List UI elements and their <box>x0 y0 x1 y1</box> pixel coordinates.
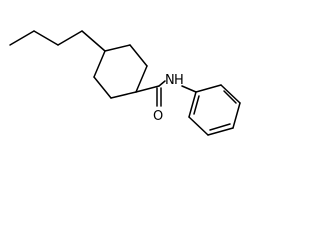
bond-butyl-c1-c2 <box>9 30 35 46</box>
bond-phenyl-3 <box>232 102 241 129</box>
bond-phenyl-inner-1 <box>223 90 237 104</box>
structure-canvas: N H O <box>9 30 241 136</box>
bond-butyl-to-ring <box>81 30 106 52</box>
bond-butyl-c2-c3 <box>33 30 59 46</box>
atom-labels: N H O <box>153 73 184 124</box>
butyl-chain <box>9 30 106 52</box>
bond-phenyl-5 <box>188 116 209 136</box>
bond-ring-2 <box>129 44 148 67</box>
bond-carbonyl-to-nitrogen <box>158 80 166 87</box>
bond-ring-4 <box>110 91 137 99</box>
bond-ring-to-carbonyl <box>135 85 160 93</box>
bond-ring-1 <box>104 44 131 52</box>
cyclohexane-ring <box>93 44 148 99</box>
bond-phenyl-6 <box>188 91 197 118</box>
bond-phenyl-2 <box>220 84 241 104</box>
bond-phenyl-inner-3 <box>193 95 200 115</box>
bond-butyl-c3-c4 <box>57 30 83 46</box>
bond-phenyl-4 <box>207 127 234 136</box>
bond-phenyl-1 <box>195 84 222 93</box>
oxygen-label: O <box>153 109 163 124</box>
bond-ring-6 <box>93 50 106 78</box>
bond-nitrogen-to-phenyl <box>181 85 197 93</box>
amide-group <box>135 80 197 107</box>
chemical-structure-drawing: N H O <box>9 30 241 136</box>
nitrogen-label: N <box>165 73 175 88</box>
bond-ring-3 <box>135 65 148 93</box>
bond-phenyl-inner-2 <box>209 123 231 131</box>
bond-ring-5 <box>93 76 112 99</box>
phenyl-ring <box>188 84 241 136</box>
amide-hydrogen-label: H <box>174 73 184 88</box>
